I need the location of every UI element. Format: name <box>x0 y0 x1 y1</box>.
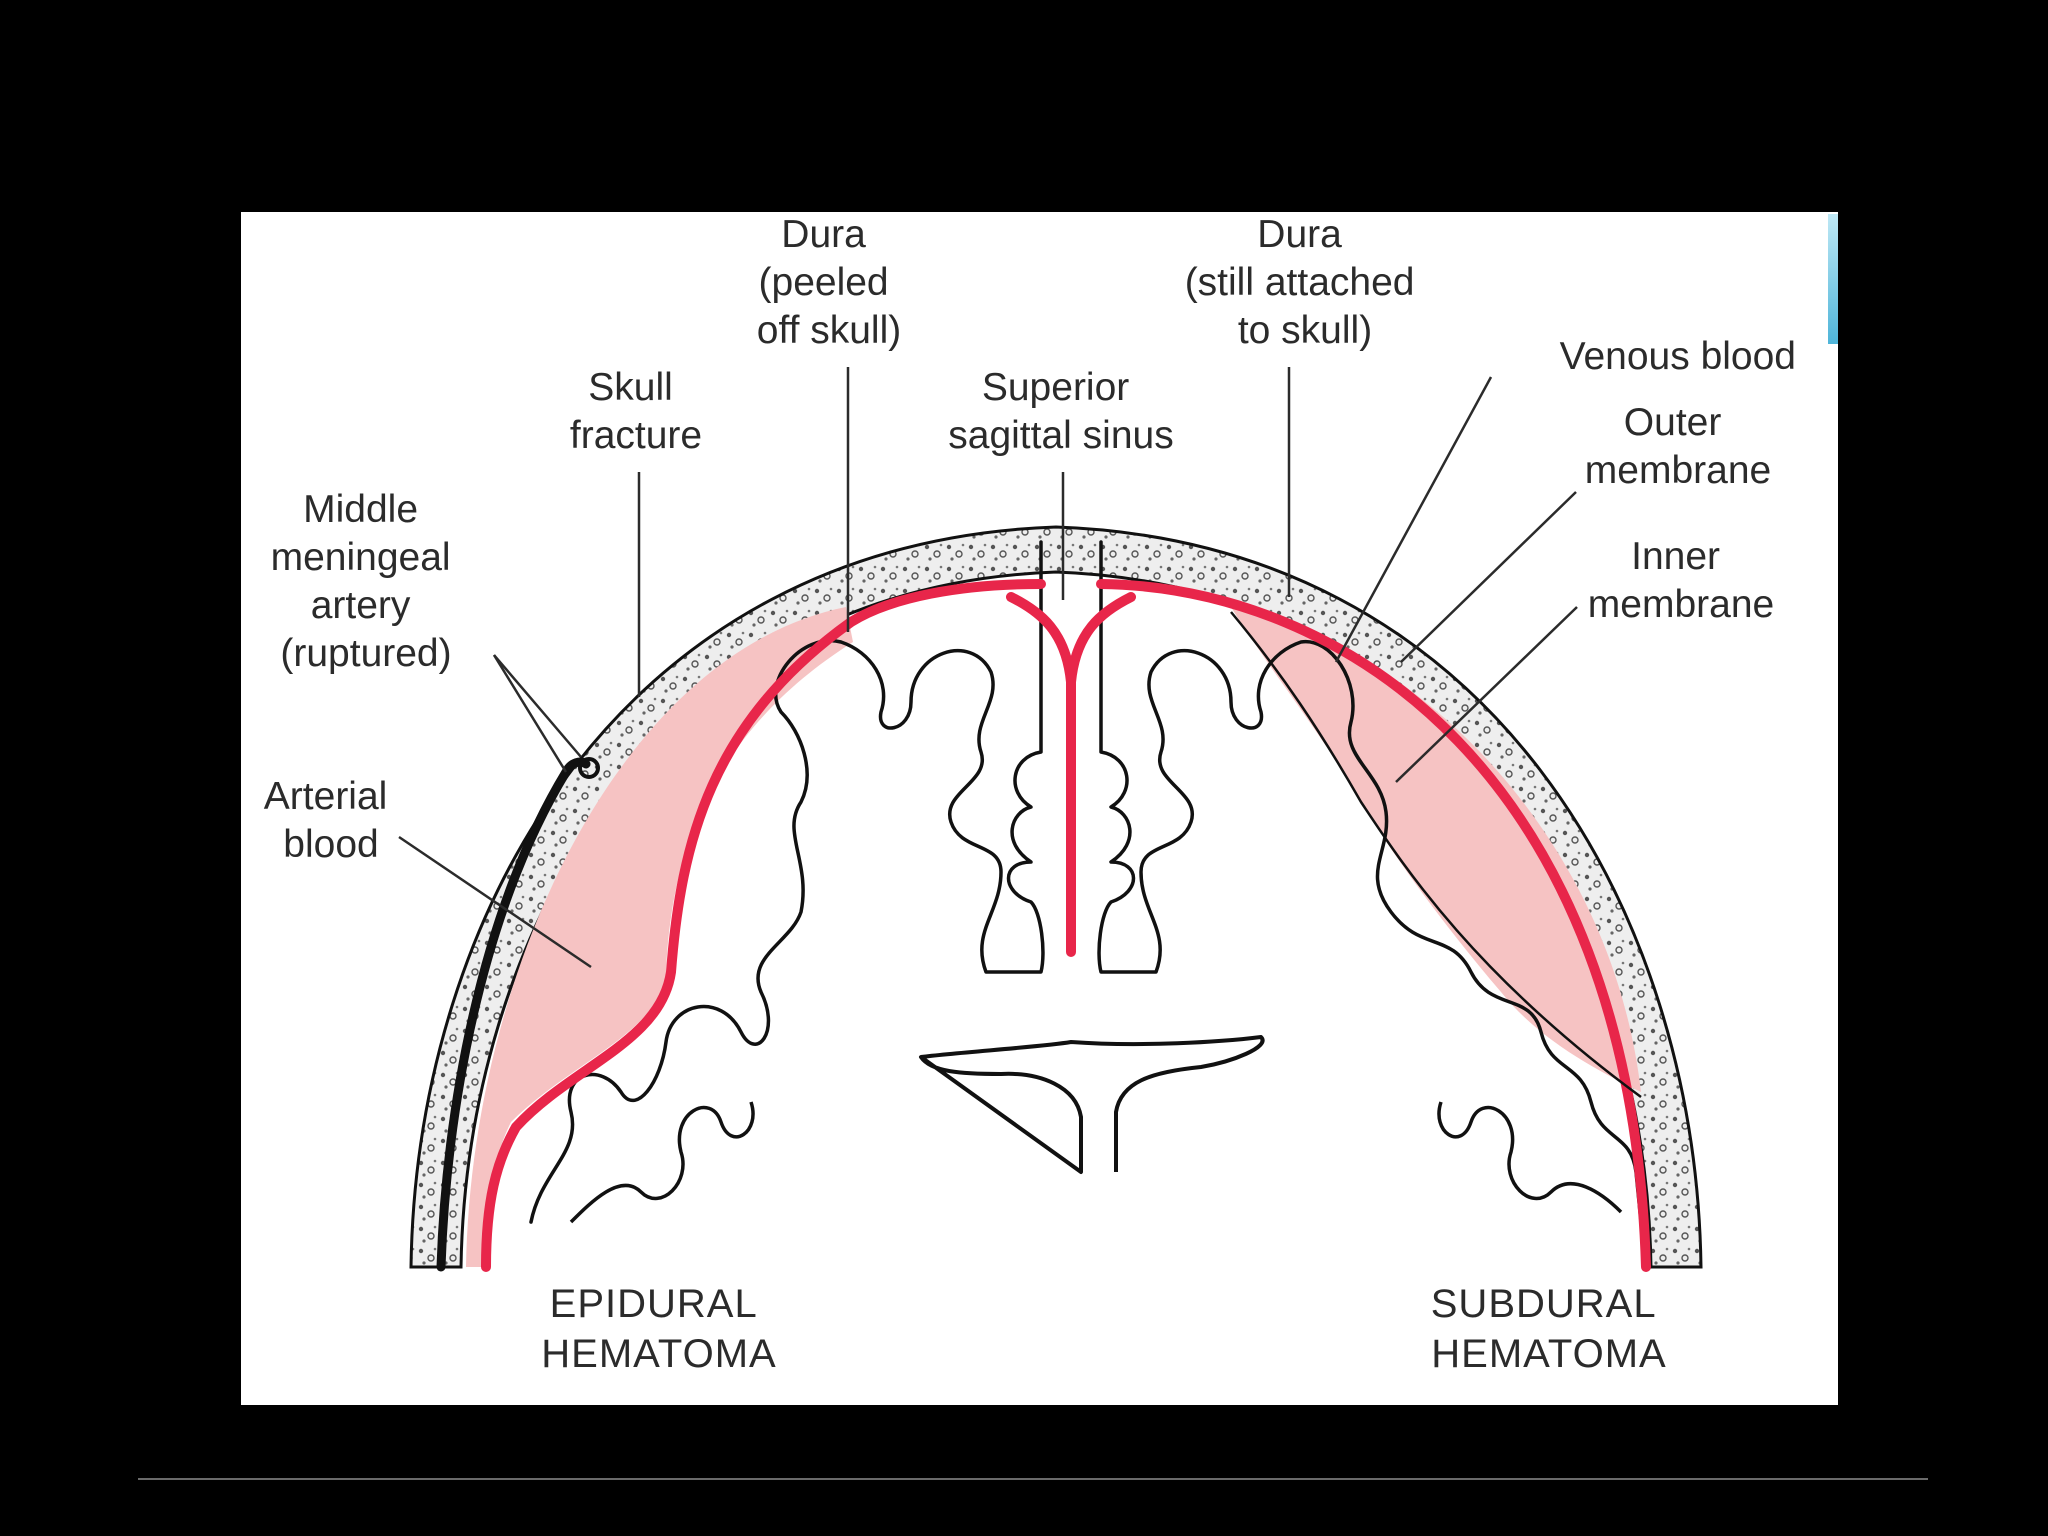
label-line: membrane <box>1585 449 1771 492</box>
dura-left <box>481 579 1046 1272</box>
subdural-hematoma <box>1231 607 1641 1092</box>
dura-right <box>1096 579 1651 1272</box>
ventricle <box>919 1035 1265 1174</box>
label-line: Dura <box>781 213 866 256</box>
epidural-hematoma <box>466 607 853 1267</box>
label-line: HEMATOMA <box>541 1332 776 1376</box>
label-line: (peeled <box>759 261 889 304</box>
label-line: Skull <box>588 366 673 409</box>
dura-falx <box>1006 592 1136 957</box>
label-superior-sagittal-sinus: Superior sagittal sinus <box>948 366 1173 457</box>
rupture-site <box>578 757 600 779</box>
label-line: Middle <box>303 488 418 531</box>
label-line: Outer <box>1624 401 1722 444</box>
label-line: fracture <box>570 414 702 457</box>
label-epidural-hematoma: EPIDURAL HEMATOMA <box>541 1282 776 1376</box>
label-subdural-hematoma: SUBDURAL HEMATOMA <box>1431 1282 1667 1376</box>
leader-lines <box>398 367 1578 969</box>
label-line: (still attached <box>1185 261 1415 304</box>
label-line: artery <box>311 584 411 627</box>
label-line: off skull) <box>757 309 902 352</box>
figure-panel: Dura (peeled off skull) Dura (still atta… <box>241 212 1838 1405</box>
hematoma-diagram: Dura (peeled off skull) Dura (still atta… <box>264 213 1796 1376</box>
brain-outline-right <box>1097 540 1643 1224</box>
label-skull-fracture: Skull fracture <box>570 366 702 457</box>
brain-lower-gyri <box>569 1101 755 1224</box>
label-line: Inner <box>1631 535 1720 578</box>
label-line: meningeal <box>271 536 451 579</box>
label-line: blood <box>283 823 378 866</box>
label-line: Dura <box>1257 213 1342 256</box>
middle-meningeal-artery <box>436 757 591 1272</box>
brain-lower-gyri-right <box>1437 1101 1623 1214</box>
label-line: sagittal sinus <box>948 414 1173 457</box>
label-venous-blood: Venous blood <box>1560 335 1796 378</box>
label-dura-peeled: Dura (peeled off skull) <box>757 213 902 352</box>
label-arterial-blood: Arterial blood <box>264 775 398 866</box>
label-line: membrane <box>1588 583 1774 626</box>
label-line: SUBDURAL <box>1431 1282 1655 1326</box>
label-line: Venous blood <box>1560 335 1796 378</box>
label-line: HEMATOMA <box>1431 1332 1666 1376</box>
brain-outline <box>529 540 1045 1224</box>
label-outer-membrane: Outer membrane <box>1585 401 1771 492</box>
inner-membrane-line <box>1230 611 1642 1099</box>
label-line: Superior <box>982 366 1129 409</box>
label-line: EPIDURAL <box>550 1282 757 1326</box>
label-line: Arterial <box>264 775 388 818</box>
label-dura-attached: Dura (still attached to skull) <box>1185 213 1426 352</box>
figure-edge-accent <box>1828 214 1838 344</box>
label-middle-meningeal-artery: Middle meningeal artery (ruptured) <box>271 488 462 675</box>
label-line: (ruptured) <box>280 632 451 675</box>
footer-rule <box>138 1478 1928 1480</box>
label-line: to skull) <box>1238 309 1372 352</box>
label-inner-membrane: Inner membrane <box>1588 535 1774 626</box>
